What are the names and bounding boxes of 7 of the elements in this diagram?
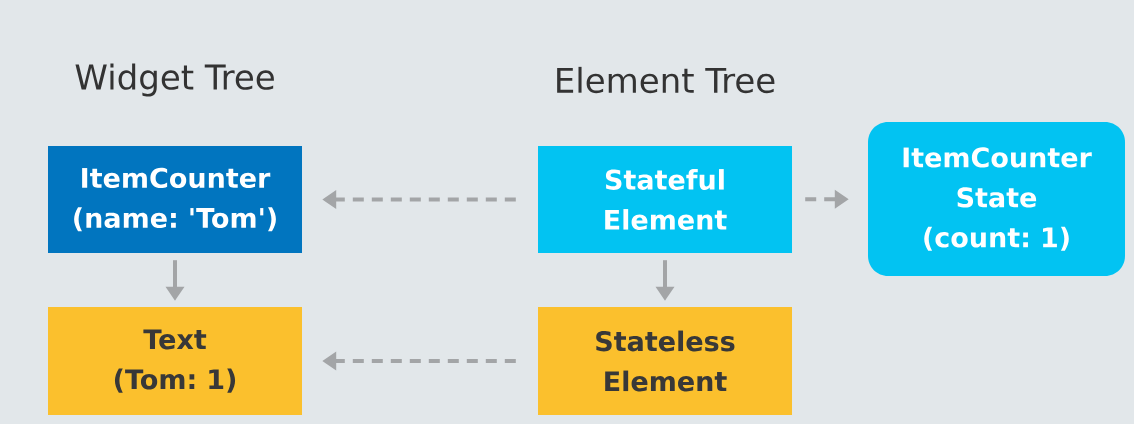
tree-heading: Widget Tree: [75, 63, 274, 97]
tree-heading: Element Tree: [557, 66, 775, 94]
element-box: Stateful Element: [538, 146, 792, 253]
widget-box: ItemCounter (name: 'Tom'): [48, 146, 302, 253]
widget-box: Text (Tom: 1): [48, 307, 302, 415]
element-box: Stateless Element: [538, 307, 792, 415]
state-box: ItemCounter State (count: 1): [868, 122, 1125, 276]
